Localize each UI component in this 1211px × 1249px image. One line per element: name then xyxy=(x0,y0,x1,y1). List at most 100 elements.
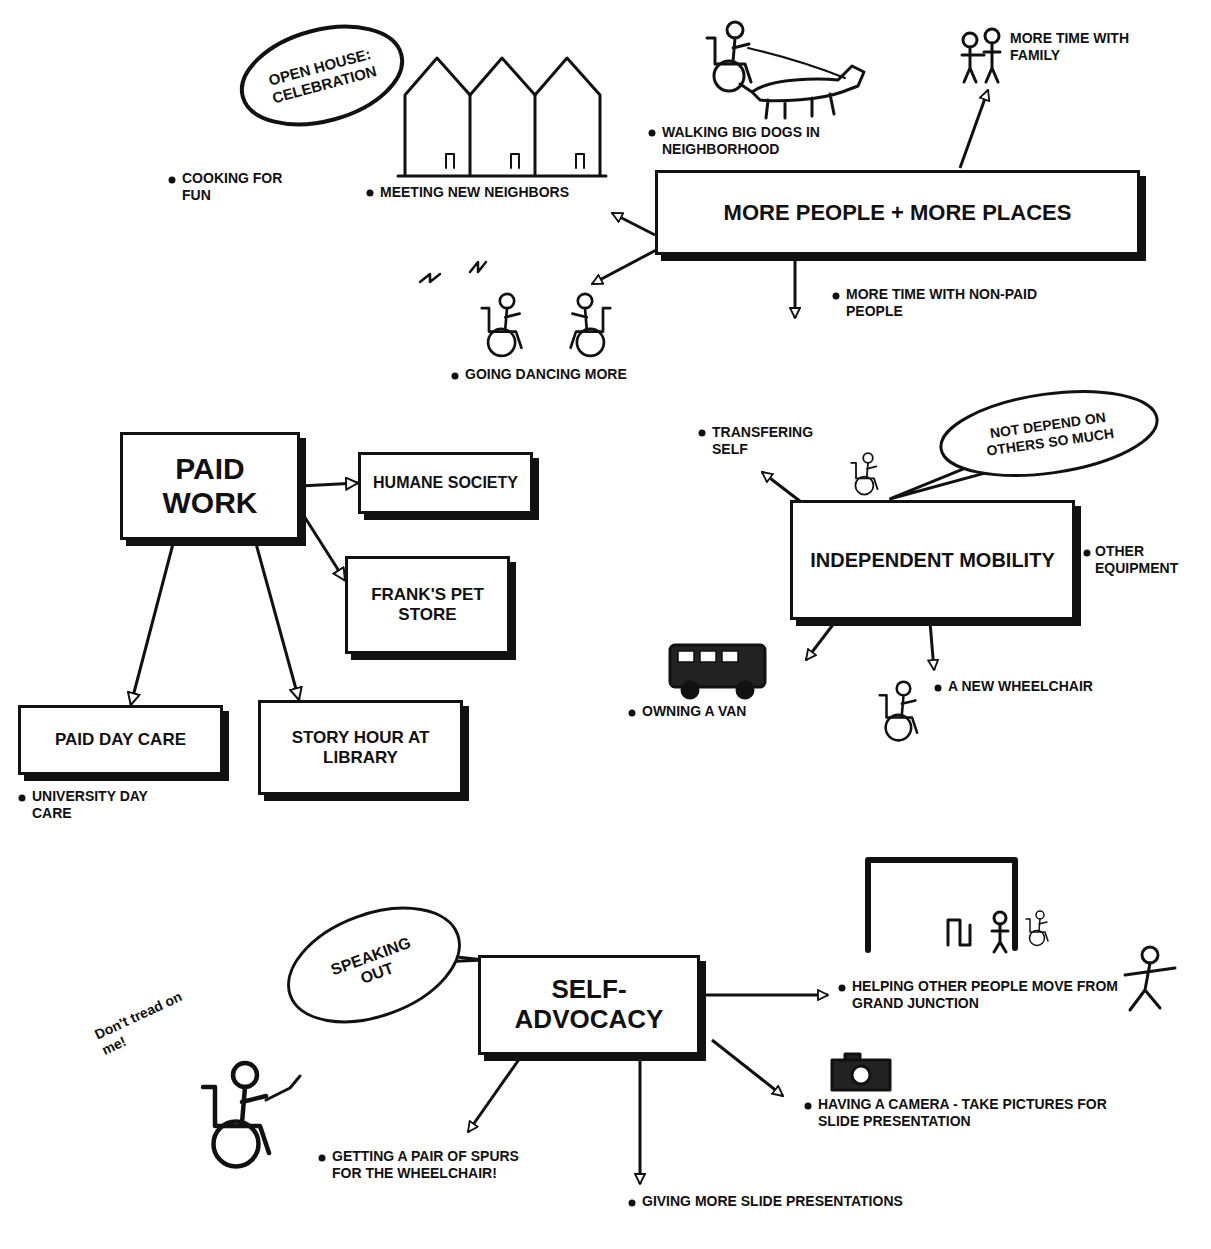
moving-scene xyxy=(948,920,970,945)
node-text-group: INDEPENDENT MOBILITY xyxy=(810,549,1054,572)
note-label: MEETING NEW NEIGHBORS xyxy=(380,184,580,201)
moving-scene xyxy=(994,912,1006,924)
family-figures xyxy=(985,29,999,43)
note-label: MORE TIME WITH FAMILY xyxy=(1010,30,1145,64)
note-label: TRANSFERING SELF xyxy=(712,424,842,458)
note-label: A NEW WHEELCHAIR xyxy=(948,678,1098,695)
node-text-group: MORE PEOPLE + MORE PLACES xyxy=(724,200,1072,225)
option-box: STORY HOUR AT LIBRARY xyxy=(258,700,463,795)
houses xyxy=(446,154,584,168)
speech-bubble: SPEAKING OUT xyxy=(270,884,477,1046)
dog-walker xyxy=(740,66,864,118)
dog-walker xyxy=(748,48,845,78)
bullets xyxy=(699,430,706,437)
van xyxy=(682,682,698,698)
connector-arrow xyxy=(131,540,174,705)
note-label: MORE TIME WITH NON-PAID PEOPLE xyxy=(846,286,1076,320)
sketch-figures xyxy=(203,22,1175,1167)
node-text: HUMANE SOCIETY xyxy=(373,474,518,492)
dancers xyxy=(420,262,486,282)
dog-walker xyxy=(707,22,864,118)
bullets xyxy=(839,985,846,992)
spurs-rider xyxy=(266,1076,300,1100)
thought-cloud: OPEN HOUSE: CELEBRATION xyxy=(229,8,416,143)
moving-scene xyxy=(868,860,1015,950)
option-box: HUMANE SOCIETY xyxy=(358,452,533,514)
speech-bubble-ellipse xyxy=(936,379,1163,488)
van xyxy=(678,651,694,662)
leader-arrows xyxy=(639,1058,642,1184)
family-figures xyxy=(962,29,1000,82)
van xyxy=(722,651,738,662)
dancers xyxy=(571,294,611,356)
note-label: HAVING A CAMERA - TAKE PICTURES FOR SLID… xyxy=(818,1096,1123,1130)
leader-arrows xyxy=(794,258,797,318)
goal-box: SELF-ADVOCACY xyxy=(478,955,700,1055)
bullets xyxy=(319,1155,326,1162)
bullets xyxy=(649,130,656,137)
speech-bubble: NOT DEPEND ON OTHERS SO MUCH xyxy=(933,377,1164,490)
node-text: STORY HOUR AT LIBRARY xyxy=(273,728,448,767)
dancers xyxy=(482,294,522,356)
wheelchair-user xyxy=(851,453,877,494)
family-figures xyxy=(963,33,977,47)
bullets xyxy=(805,1103,812,1110)
leader-arrows xyxy=(702,994,828,997)
node-text: SELF-ADVOCACY xyxy=(493,975,685,1035)
leader-arrows xyxy=(930,622,934,670)
bullets xyxy=(1084,550,1091,557)
houses xyxy=(398,58,606,176)
note-label: OWNING A VAN xyxy=(642,703,782,720)
option-box: PAID DAY CARE xyxy=(18,705,223,775)
houses xyxy=(535,58,600,175)
node-text: PAID WORK xyxy=(135,452,285,521)
leader-arrows xyxy=(468,1058,520,1132)
node-text-group: FRANK'S PET STORE xyxy=(360,585,495,624)
note-label: UNIVERSITY DAY CARE xyxy=(32,788,172,822)
bullets xyxy=(833,293,840,300)
node-text-group: STORY HOUR AT LIBRARY xyxy=(273,728,448,767)
moving-scene xyxy=(1125,963,1175,1010)
node-text-group: PAID WORK xyxy=(135,452,285,521)
option-box: FRANK'S PET STORE xyxy=(345,556,510,654)
bullets xyxy=(629,1200,636,1207)
houses xyxy=(398,175,606,178)
note-label: OTHER EQUIPMENT xyxy=(1095,543,1195,577)
van xyxy=(670,645,765,687)
moving-scene xyxy=(1026,911,1048,946)
node-text-group: PAID DAY CARE xyxy=(55,730,186,750)
connector-arrow xyxy=(255,540,299,700)
camera xyxy=(832,1054,890,1090)
camera xyxy=(852,1066,870,1084)
leader-arrows xyxy=(960,90,988,168)
leader-arrows xyxy=(592,248,660,284)
connector-arrow xyxy=(300,483,358,486)
leader-arrows xyxy=(712,1040,783,1096)
van xyxy=(700,651,716,662)
node-text: INDEPENDENT MOBILITY xyxy=(810,549,1054,572)
note-label: GETTING A PAIR OF SPURS FOR THE WHEELCHA… xyxy=(332,1148,547,1182)
van xyxy=(670,645,765,698)
camera xyxy=(832,1060,890,1090)
moving-scene xyxy=(1142,947,1158,963)
bullets xyxy=(629,710,636,717)
node-text: PAID DAY CARE xyxy=(55,730,186,750)
note-label: COOKING FOR FUN xyxy=(182,170,302,204)
speech-text: Don't tread on me! xyxy=(92,981,208,1059)
bullets xyxy=(452,373,459,380)
leader-arrows xyxy=(806,622,835,660)
goal-box: PAID WORK xyxy=(120,432,300,540)
speech-bubble-ellipse xyxy=(273,887,475,1044)
node-text-group: HUMANE SOCIETY xyxy=(373,474,518,492)
moving-scene xyxy=(992,924,1008,952)
family-figures xyxy=(962,47,984,82)
bullets xyxy=(19,795,26,802)
note-label: GIVING MORE SLIDE PRESENTATIONS xyxy=(642,1193,952,1210)
goal-box: MORE PEOPLE + MORE PLACES xyxy=(655,170,1140,255)
wheelchair xyxy=(880,682,917,741)
wheelchair-user xyxy=(851,453,877,494)
van xyxy=(737,682,753,698)
node-text: MORE PEOPLE + MORE PLACES xyxy=(724,200,1072,225)
spurs-rider xyxy=(203,1063,300,1167)
